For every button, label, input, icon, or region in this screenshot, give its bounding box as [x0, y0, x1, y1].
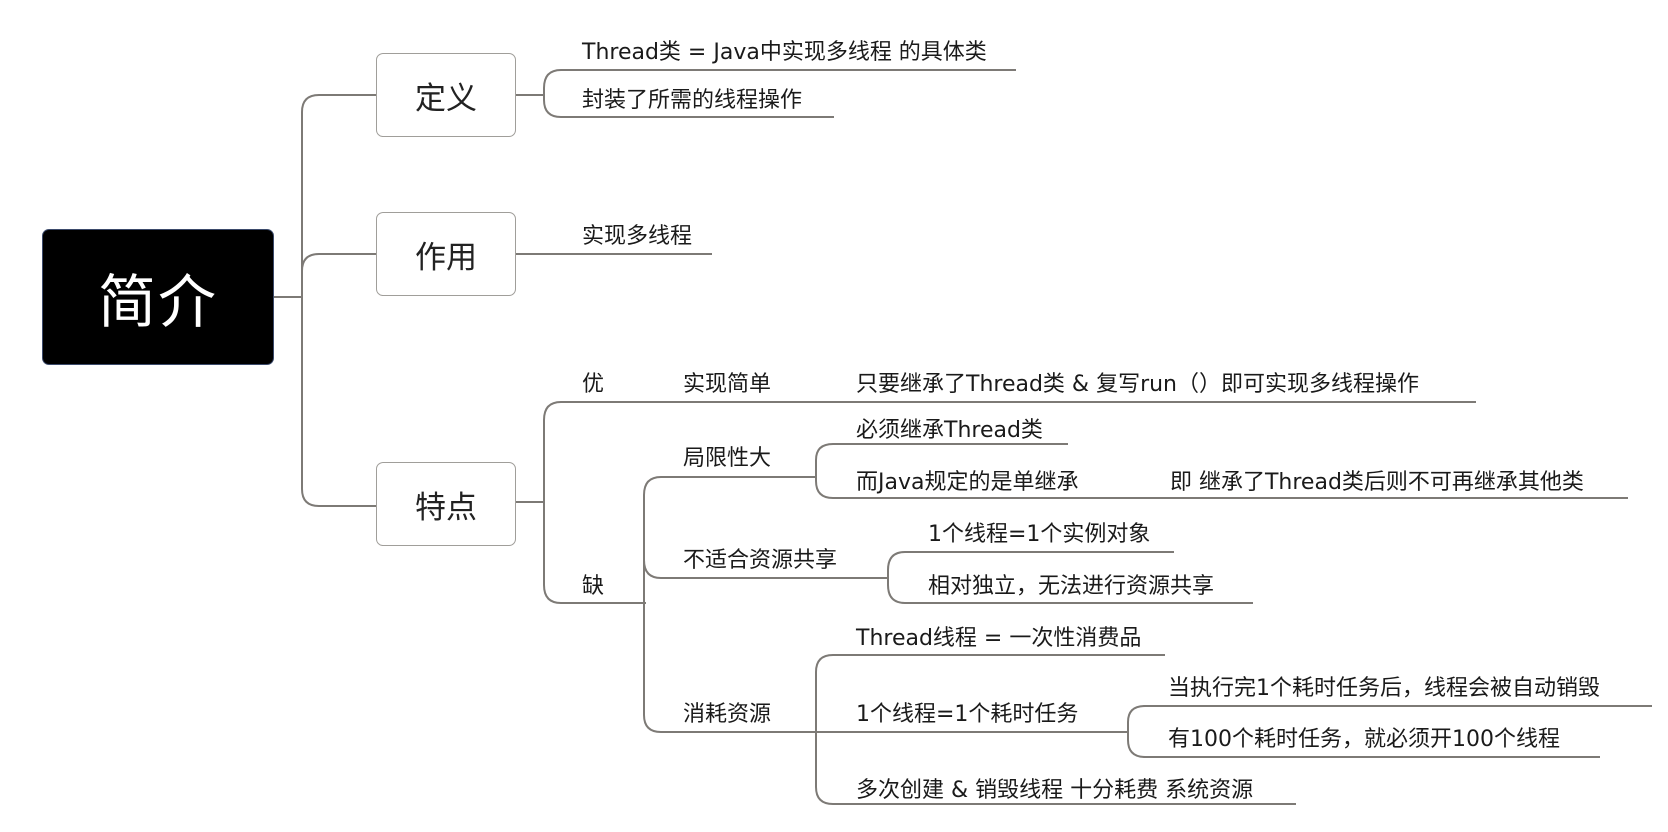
limits-consequence[interactable]: 即 继承了Thread类后则不可再继承其他类 [1170, 470, 1584, 495]
category-features[interactable]: 特点 [376, 462, 516, 546]
category-features-label: 特点 [415, 489, 477, 526]
consume-item-3[interactable]: 多次创建 & 销毁线程 十分耗费 系统资源 [856, 778, 1254, 803]
purpose-item-1[interactable]: 实现多线程 [582, 224, 693, 249]
category-definition[interactable]: 定义 [376, 53, 516, 137]
pro-title[interactable]: 实现简单 [683, 372, 772, 397]
connector-task-details [1126, 705, 1652, 758]
root-node[interactable]: 简介 [42, 229, 274, 365]
definition-item-2[interactable]: 封装了所需的线程操作 [582, 88, 803, 113]
limits-item-1[interactable]: 必须继承Thread类 [856, 418, 1043, 443]
limits-item-2[interactable]: 而Java规定的是单继承 [856, 470, 1079, 495]
connector-consume [815, 654, 1296, 805]
pro-label[interactable]: 优 [582, 372, 605, 397]
definition-item-1[interactable]: Thread类 = Java中实现多线程 的具体类 [582, 40, 987, 65]
no-sharing-title[interactable]: 不适合资源共享 [683, 548, 838, 573]
connector-trunk [301, 94, 376, 507]
task-detail-2[interactable]: 有100个耗时任务，就必须开100个线程 [1168, 727, 1560, 752]
consume-item-2[interactable]: 1个线程=1个耗时任务 [856, 702, 1079, 727]
connector-features [516, 401, 1476, 604]
category-definition-label: 定义 [415, 80, 477, 117]
consume-item-1[interactable]: Thread线程 = 一次性消费品 [856, 626, 1142, 651]
consume-title[interactable]: 消耗资源 [683, 702, 772, 727]
connector-con [643, 476, 888, 733]
no-sharing-item-1[interactable]: 1个线程=1个实例对象 [928, 522, 1151, 547]
category-purpose[interactable]: 作用 [376, 212, 516, 296]
pro-detail[interactable]: 只要继承了Thread类 & 复写run（）即可实现多线程操作 [856, 372, 1419, 397]
root-label: 简介 [97, 268, 218, 336]
limits-title[interactable]: 局限性大 [683, 446, 772, 471]
task-detail-1[interactable]: 当执行完1个耗时任务后，线程会被自动销毁 [1168, 676, 1600, 701]
connector-definition [516, 69, 1016, 118]
con-label[interactable]: 缺 [582, 574, 605, 599]
connector-no-sharing [887, 551, 1253, 604]
category-purpose-label: 作用 [415, 239, 477, 276]
no-sharing-item-2[interactable]: 相对独立，无法进行资源共享 [928, 574, 1215, 599]
